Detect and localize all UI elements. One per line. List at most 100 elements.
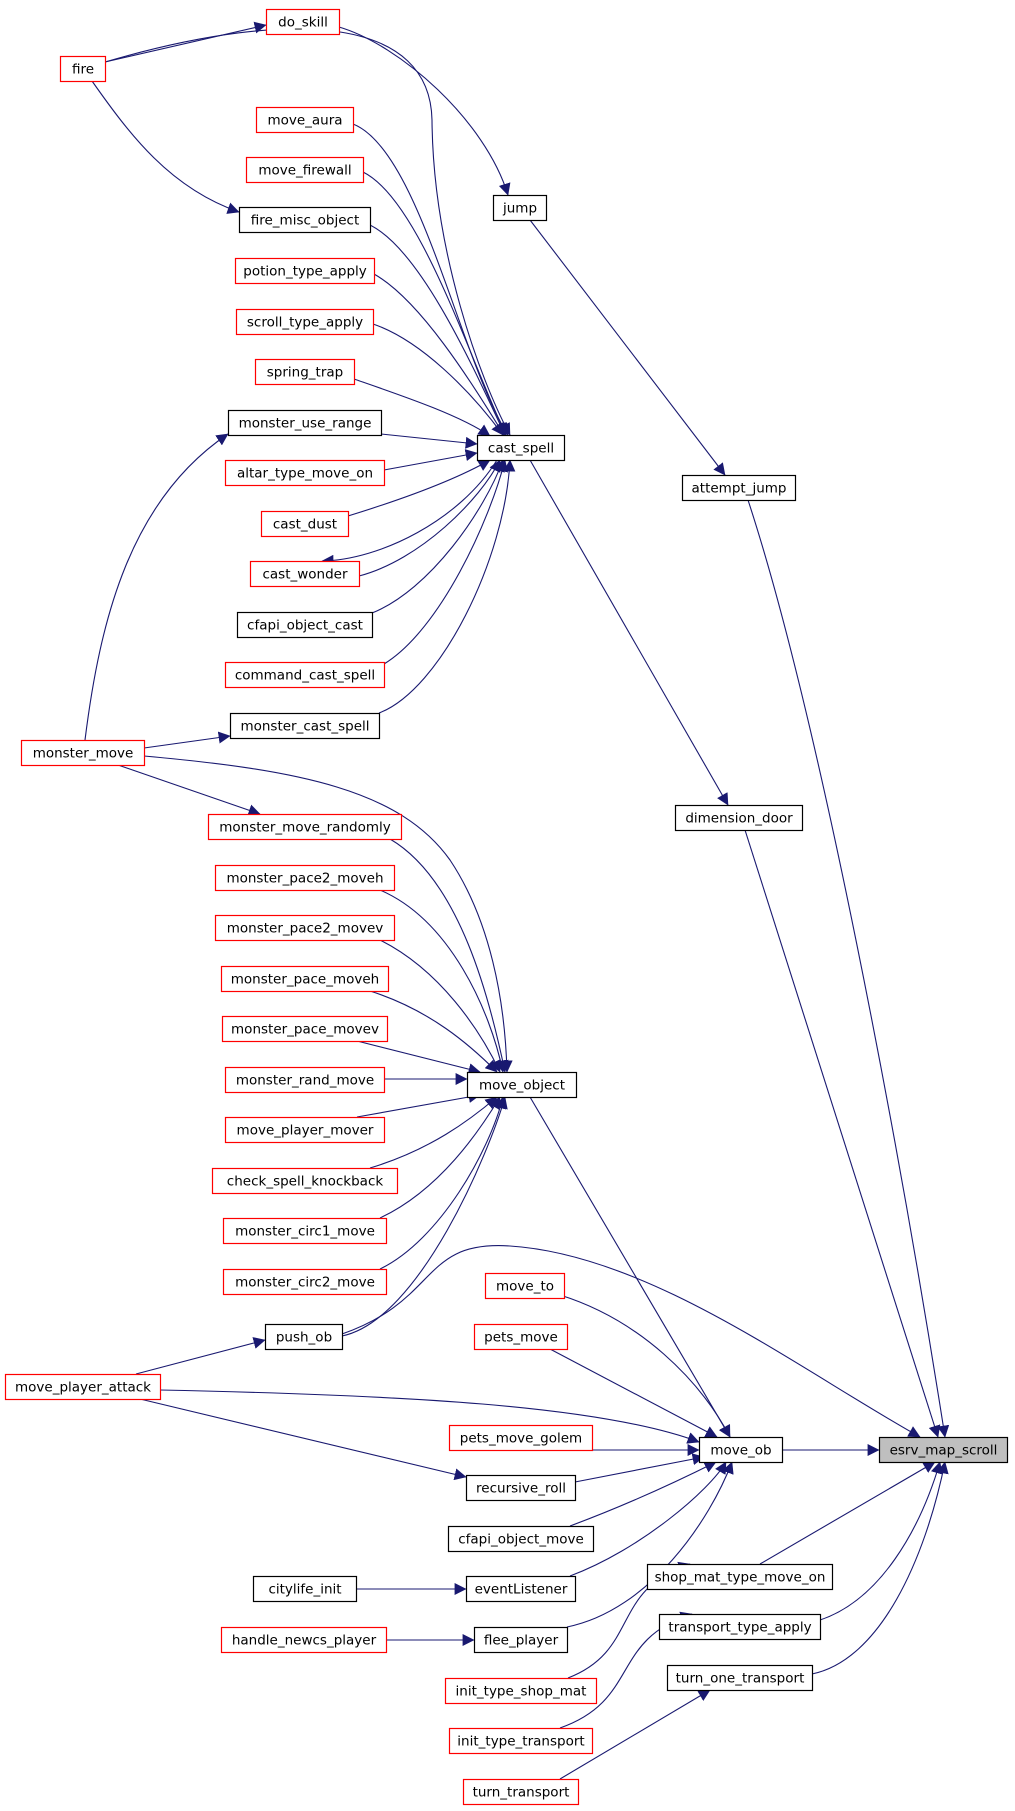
node-fire[interactable]: fire	[59, 55, 107, 83]
node-potion_type_apply[interactable]: potion_type_apply	[234, 257, 376, 285]
node-spring_trap[interactable]: spring_trap	[254, 358, 356, 386]
node-pets_move[interactable]: pets_move	[473, 1323, 569, 1351]
edge-monster_move-to-monster_move_randomly	[117, 764, 261, 816]
edge-move_to-to-move_ob	[559, 1294, 731, 1438]
node-flee_player[interactable]: flee_player	[473, 1626, 569, 1654]
node-label: move_player_attack	[15, 1380, 151, 1396]
node-box	[245, 156, 365, 184]
edge-check_spell_knockback-to-move_object	[369, 1096, 498, 1169]
node-move_object[interactable]: move_object	[466, 1071, 578, 1099]
node-box	[238, 206, 372, 234]
node-monster_pace_movev[interactable]: monster_pace_movev	[221, 1015, 389, 1043]
node-label: scroll_type_apply	[247, 315, 363, 331]
node-box	[214, 914, 396, 942]
node-cfapi_object_cast[interactable]: cfapi_object_cast	[236, 611, 374, 639]
edge-fire-to-do_skill	[104, 21, 267, 63]
node-push_ob[interactable]: push_ob	[264, 1323, 344, 1351]
node-dimension_door[interactable]: dimension_door	[674, 804, 804, 832]
node-box	[20, 739, 146, 767]
node-box	[224, 1116, 386, 1144]
node-monster_move[interactable]: monster_move	[20, 739, 146, 767]
node-move_firewall[interactable]: move_firewall	[245, 156, 365, 184]
node-move_player_mover[interactable]: move_player_mover	[224, 1116, 386, 1144]
node-box	[448, 1424, 594, 1452]
node-box	[214, 864, 396, 892]
node-monster_pace2_movev[interactable]: monster_pace2_movev	[214, 914, 396, 942]
node-box	[698, 1436, 784, 1464]
node-monster_circ1_move[interactable]: monster_circ1_move	[222, 1217, 388, 1245]
node-cast_spell[interactable]: cast_spell	[476, 434, 566, 462]
node-box	[254, 358, 356, 386]
node-move_aura[interactable]: move_aura	[255, 106, 355, 134]
node-init_type_shop_mat[interactable]: init_type_shop_mat	[444, 1677, 598, 1705]
node-move_ob[interactable]: move_ob	[698, 1436, 784, 1464]
node-label: transport_type_apply	[668, 1620, 811, 1636]
node-turn_one_transport[interactable]: turn_one_transport	[666, 1664, 814, 1692]
edge-eventListener-to-move_ob	[569, 1461, 727, 1577]
edge-push_ob-to-move_object	[341, 1096, 508, 1337]
node-box	[444, 1677, 598, 1705]
node-monster_pace2_moveh[interactable]: monster_pace2_moveh	[214, 864, 396, 892]
node-monster_use_range[interactable]: monster_use_range	[227, 409, 383, 437]
node-turn_transport[interactable]: turn_transport	[462, 1778, 580, 1806]
node-init_type_transport[interactable]: init_type_transport	[448, 1727, 594, 1755]
node-monster_pace_moveh[interactable]: monster_pace_moveh	[220, 965, 390, 993]
node-box	[666, 1664, 814, 1692]
node-label: attempt_jump	[692, 481, 787, 497]
node-scroll_type_apply[interactable]: scroll_type_apply	[235, 308, 375, 336]
node-move_player_attack[interactable]: move_player_attack	[4, 1373, 162, 1401]
node-label: monster_pace2_moveh	[226, 871, 383, 887]
node-box	[265, 8, 341, 36]
edge-monster_pace_moveh-to-move_object	[369, 990, 498, 1073]
node-monster_circ2_move[interactable]: monster_circ2_move	[222, 1268, 388, 1296]
node-pets_move_golem[interactable]: pets_move_golem	[448, 1424, 594, 1452]
node-box	[211, 1167, 399, 1195]
node-monster_cast_spell[interactable]: monster_cast_spell	[229, 712, 381, 740]
node-recursive_roll[interactable]: recursive_roll	[465, 1474, 577, 1502]
node-box	[476, 434, 566, 462]
node-box	[235, 308, 375, 336]
node-label: eventListener	[475, 1582, 568, 1598]
node-label: turn_one_transport	[676, 1671, 805, 1687]
node-label: spring_trap	[267, 365, 343, 381]
node-monster_rand_move[interactable]: monster_rand_move	[224, 1066, 386, 1094]
node-attempt_jump[interactable]: attempt_jump	[681, 474, 797, 502]
node-label: dimension_door	[685, 811, 793, 827]
node-box	[484, 1272, 566, 1300]
node-cast_dust[interactable]: cast_dust	[260, 510, 350, 538]
node-do_skill[interactable]: do_skill	[265, 8, 341, 36]
node-eventListener[interactable]: eventListener	[465, 1575, 577, 1603]
node-citylife_init[interactable]: citylife_init	[252, 1575, 358, 1603]
node-fire_misc_object[interactable]: fire_misc_object	[238, 206, 372, 234]
node-box	[448, 1727, 594, 1755]
edge-move_player_attack-to-push_ob	[135, 1337, 266, 1375]
node-monster_move_randomly[interactable]: monster_move_randomly	[207, 813, 403, 841]
node-label: monster_rand_move	[236, 1073, 374, 1089]
node-label: cast_wonder	[262, 567, 348, 583]
node-shop_mat_type_move_on[interactable]: shop_mat_type_move_on	[646, 1563, 834, 1591]
node-box	[681, 474, 797, 502]
node-box	[658, 1613, 822, 1641]
node-label: monster_pace_moveh	[231, 972, 379, 988]
node-cfapi_object_move[interactable]: cfapi_object_move	[447, 1525, 595, 1553]
node-transport_type_apply[interactable]: transport_type_apply	[658, 1613, 822, 1641]
node-check_spell_knockback[interactable]: check_spell_knockback	[211, 1167, 399, 1195]
node-altar_type_move_on[interactable]: altar_type_move_on	[224, 459, 386, 487]
node-box	[473, 1626, 569, 1654]
node-cast_wonder[interactable]: cast_wonder	[249, 560, 361, 588]
node-esrv_map_scroll[interactable]: esrv_map_scroll	[878, 1436, 1009, 1464]
node-jump[interactable]: jump	[492, 194, 548, 222]
edge-move_player_attack-to-recursive_roll	[139, 1398, 467, 1481]
node-box	[221, 1015, 389, 1043]
edge-cast_spell-to-dimension_door	[529, 459, 729, 806]
node-handle_newcs_player[interactable]: handle_newcs_player	[220, 1626, 388, 1654]
node-label: fire_misc_object	[251, 213, 360, 229]
node-label: monster_pace_movev	[231, 1022, 379, 1038]
node-label: move_aura	[267, 113, 342, 129]
node-box	[229, 712, 381, 740]
node-label: move_player_mover	[237, 1123, 374, 1139]
node-command_cast_spell[interactable]: command_cast_spell	[224, 661, 386, 689]
node-move_to[interactable]: move_to	[484, 1272, 566, 1300]
edge-move_object-to-move_ob	[529, 1096, 731, 1438]
